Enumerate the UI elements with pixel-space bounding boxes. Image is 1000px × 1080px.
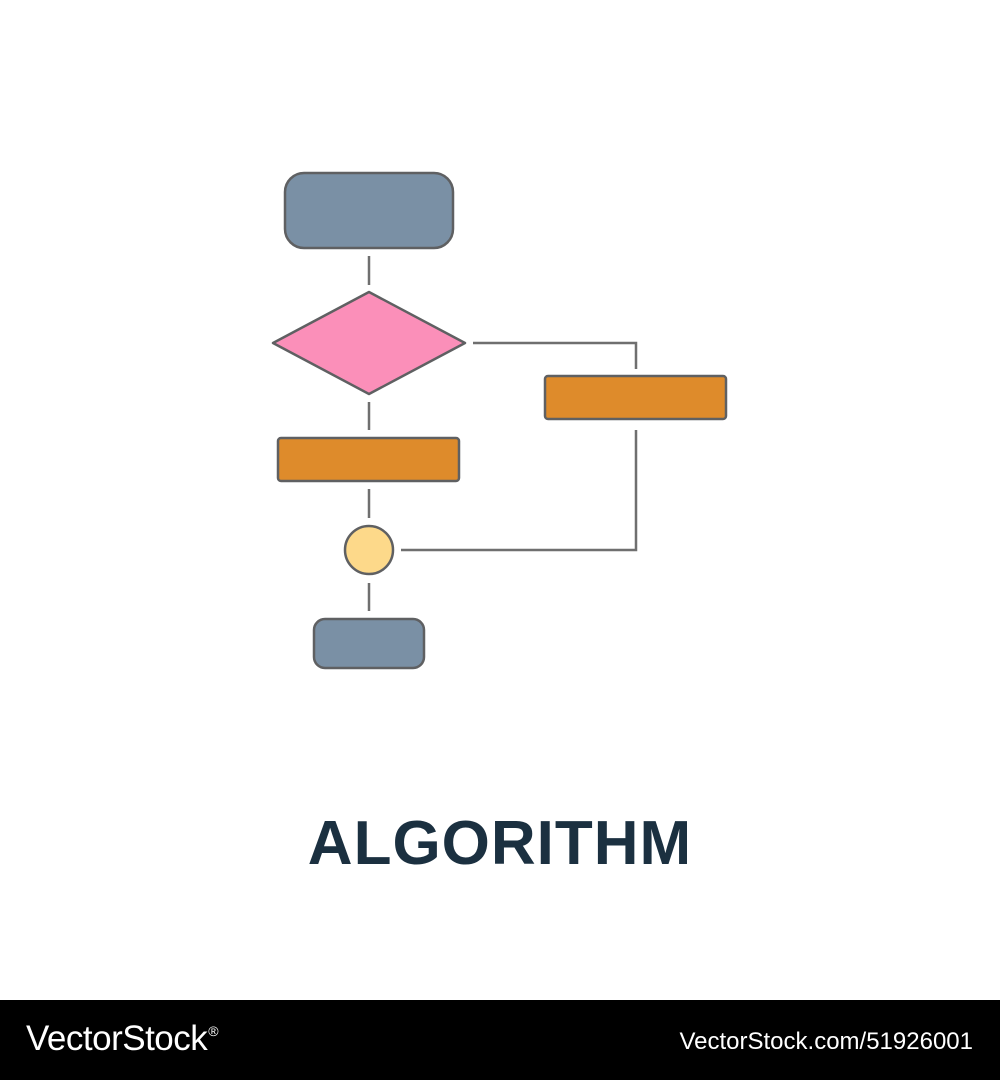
footer-bar: VectorStock® VectorStock.com/51926001 [0,1000,1000,1080]
flowchart-end-terminator [312,617,426,670]
brand-logo: VectorStock® [26,1019,219,1059]
flowchart-decision-diamond [271,290,467,396]
flowchart-branch-process [543,374,728,421]
registered-mark: ® [208,1023,219,1039]
connector-branch-to-merge [401,430,638,552]
brand-name: VectorStock [26,1019,208,1058]
image-id: VectorStock.com/51926001 [679,1028,973,1055]
flowchart-merge-connector [343,524,395,576]
flowchart-connectors [367,256,638,611]
flowchart-start-terminator [283,171,455,250]
algorithm-flowchart-icon [271,171,728,670]
flowchart-main-process [276,436,461,483]
connector-decision-to-branch [473,341,638,369]
caption-title: ALGORITHM [307,809,693,878]
